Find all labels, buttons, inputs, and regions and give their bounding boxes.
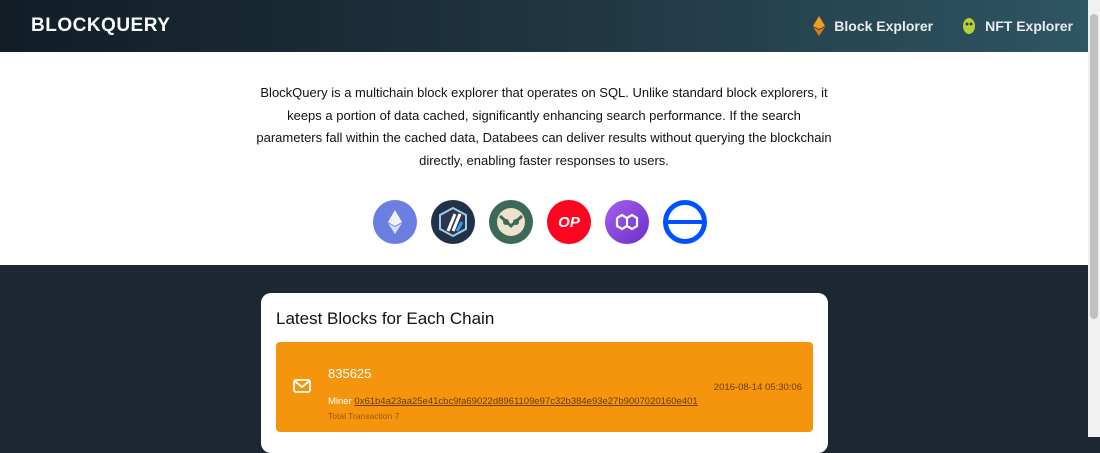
miner-label: Miner [328,396,352,407]
intro-section: BlockQuery is a multichain block explore… [0,52,1088,265]
mail-icon [293,379,311,393]
nav: Block Explorer NFT Explorer [812,0,1073,52]
chain-base[interactable] [663,200,707,244]
polygon-icon [615,213,639,231]
latest-section: Latest Blocks for Each Chain 835625 Mine… [0,265,1088,453]
scrollbar-thumb[interactable] [1090,14,1098,319]
base-icon [668,220,702,224]
total-transactions: Total Transaction 7 [328,411,400,421]
gnosis-owl-icon [497,208,525,236]
nav-label: NFT Explorer [985,18,1073,34]
chain-optimism[interactable]: OP [547,200,591,244]
latest-blocks-card: Latest Blocks for Each Chain 835625 Mine… [261,293,828,453]
logo[interactable]: BLOCKQUERY [31,15,171,36]
block-number[interactable]: 835625 [328,366,372,381]
chain-gnosis[interactable] [489,200,533,244]
block-timestamp: 2016-08-14 05:30:06 [713,382,802,393]
header: BLOCKQUERY Block Explorer NFT Explorer [0,0,1088,52]
chain-ethereum[interactable] [373,200,417,244]
block-miner: Miner 0x61b4a23aa25e41cbc9fa69022d896110… [328,396,698,407]
card-title: Latest Blocks for Each Chain [276,309,495,328]
nav-label: Block Explorer [834,18,934,34]
chain-arbitrum[interactable] [431,200,475,244]
chain-list: OP [0,200,1080,244]
nav-nft-explorer[interactable]: NFT Explorer [961,17,1073,35]
ethereum-flame-icon [813,16,826,36]
miner-address-link[interactable]: 0x61b4a23aa25e41cbc9fa69022d8961109e97c3… [354,396,698,407]
ethereum-icon [388,210,402,234]
nav-block-explorer[interactable]: Block Explorer [812,16,933,36]
block-item[interactable]: 835625 Miner 0x61b4a23aa25e41cbc9fa69022… [276,342,813,432]
arbitrum-icon [439,206,467,238]
nft-monkey-icon [963,18,976,34]
intro-text: BlockQuery is a multichain block explore… [256,85,832,168]
chain-polygon[interactable] [605,200,649,244]
scrollbar[interactable] [1088,0,1100,437]
